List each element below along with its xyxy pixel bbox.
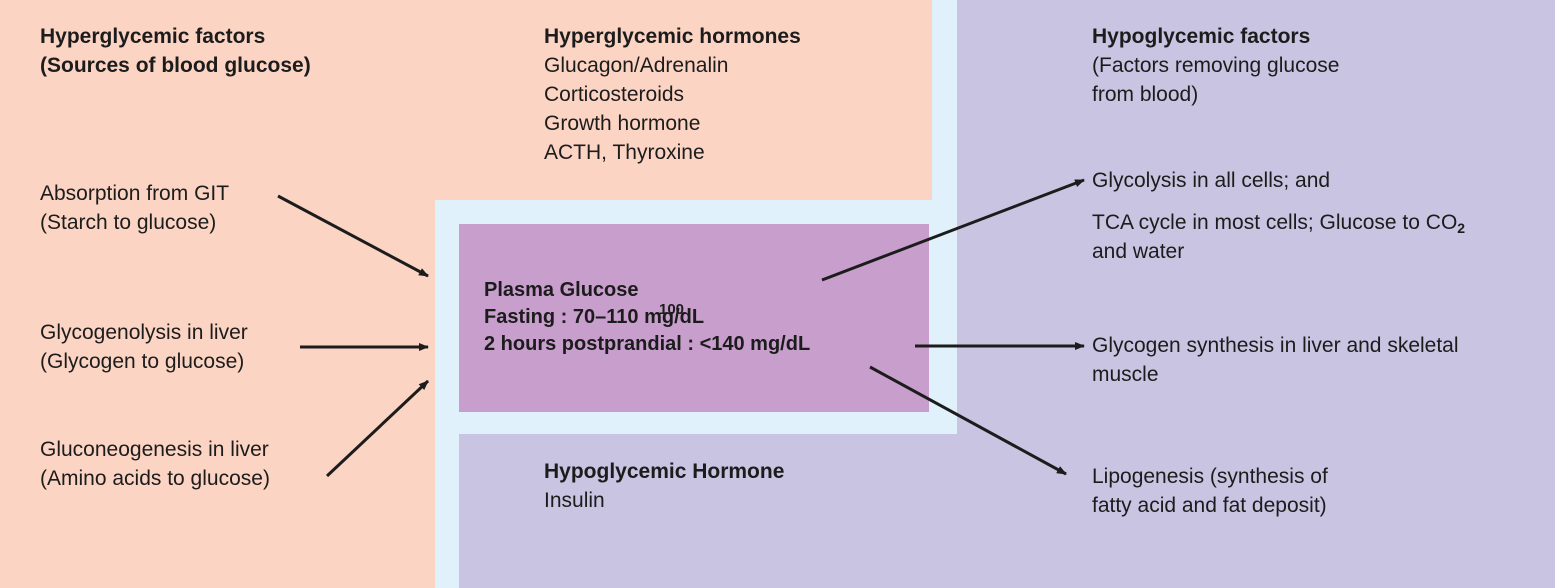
fasting-text: Fasting : 70–110 mg/dL <box>484 306 705 328</box>
plasma-glucose-title: Plasma Glucose <box>484 279 639 301</box>
co2-subscript: 2 <box>1457 220 1466 236</box>
hormone-item: Insulin <box>544 489 605 512</box>
output-line: Lipogenesis (synthesis of <box>1092 465 1328 488</box>
source-line: Gluconeogenesis in liver <box>40 438 269 461</box>
hormone-item: Corticosteroids <box>544 83 685 106</box>
output-glycogen-synthesis: Glycogen synthesis in liver and skeletal… <box>1092 331 1459 389</box>
title-line: Hyperglycemic factors <box>40 25 266 48</box>
output-tca-water: and water <box>1092 240 1185 263</box>
hypoglycemic-factors-title: Hypoglycemic factors <box>1092 25 1311 48</box>
hormone-item: Glucagon/Adrenalin <box>544 54 729 77</box>
source-line: (Starch to glucose) <box>40 211 217 234</box>
source-line: (Glycogen to glucose) <box>40 350 245 373</box>
fasting-range: Fasting : 70–110 mg/dL 100 <box>484 301 810 331</box>
output-line: fatty acid and fat deposit) <box>1092 494 1327 517</box>
arrow-plasma-to-glycolysis <box>821 178 1085 282</box>
source-line: (Amino acids to glucose) <box>40 467 270 490</box>
hyperglycemic-region <box>0 0 435 588</box>
source-glycogenolysis: Glycogenolysis in liver (Glycogen to glu… <box>40 318 248 376</box>
output-tca-cycle: TCA cycle in most cells; Glucose to CO2 <box>1092 208 1465 243</box>
plasma-glucose-box <box>459 224 929 412</box>
plasma-glucose-text: Plasma Glucose Fasting : 70–110 mg/dL 10… <box>484 277 810 358</box>
source-line: Glycogenolysis in liver <box>40 321 248 344</box>
tca-text: TCA cycle in most cells; Glucose to CO <box>1092 211 1458 234</box>
hypoglycemic-region <box>957 0 1555 588</box>
output-glycolysis: Glycolysis in all cells; and <box>1092 169 1331 192</box>
arrow-plasma-to-lipogenesis <box>869 365 1067 476</box>
postprandial-range: 2 hours postprandial : <140 mg/dL <box>484 333 811 355</box>
hormones-title: Hyperglycemic hormones <box>544 25 801 48</box>
hypoglycemic-hormone-title: Hypoglycemic Hormone <box>544 460 785 483</box>
source-line: Absorption from GIT <box>40 182 230 205</box>
fasting-overprint: 100 <box>659 301 685 318</box>
subtitle-line: (Factors removing glucose <box>1092 54 1340 77</box>
output-lipogenesis: Lipogenesis (synthesis of fatty acid and… <box>1092 462 1328 520</box>
output-line: Glycogen synthesis in liver and skeletal <box>1092 334 1459 357</box>
hypoglycemic-hormone-region <box>459 434 959 588</box>
hormone-item: Growth hormone <box>544 112 701 135</box>
hormone-item: ACTH, Thyroxine <box>544 141 705 164</box>
output-line: muscle <box>1092 363 1159 386</box>
source-gluconeogenesis: Gluconeogenesis in liver (Amino acids to… <box>40 435 270 493</box>
hypoglycemic-factors: Hypoglycemic factors (Factors removing g… <box>1092 22 1339 109</box>
title-line: (Sources of blood glucose) <box>40 54 311 77</box>
arrow-git-to-plasma <box>277 194 429 278</box>
hyperglycemic-hormones-region <box>435 0 932 200</box>
hyperglycemic-hormones: Hyperglycemic hormones Glucagon/Adrenali… <box>544 22 801 167</box>
hyperglycemic-factors-title: Hyperglycemic factors (Sources of blood … <box>40 22 311 80</box>
hypoglycemic-hormone: Hypoglycemic Hormone Insulin <box>544 457 784 515</box>
source-absorption-git: Absorption from GIT (Starch to glucose) <box>40 179 229 237</box>
subtitle-line: from blood) <box>1092 83 1199 106</box>
arrow-gluconeogenesis-to-plasma <box>325 379 430 478</box>
